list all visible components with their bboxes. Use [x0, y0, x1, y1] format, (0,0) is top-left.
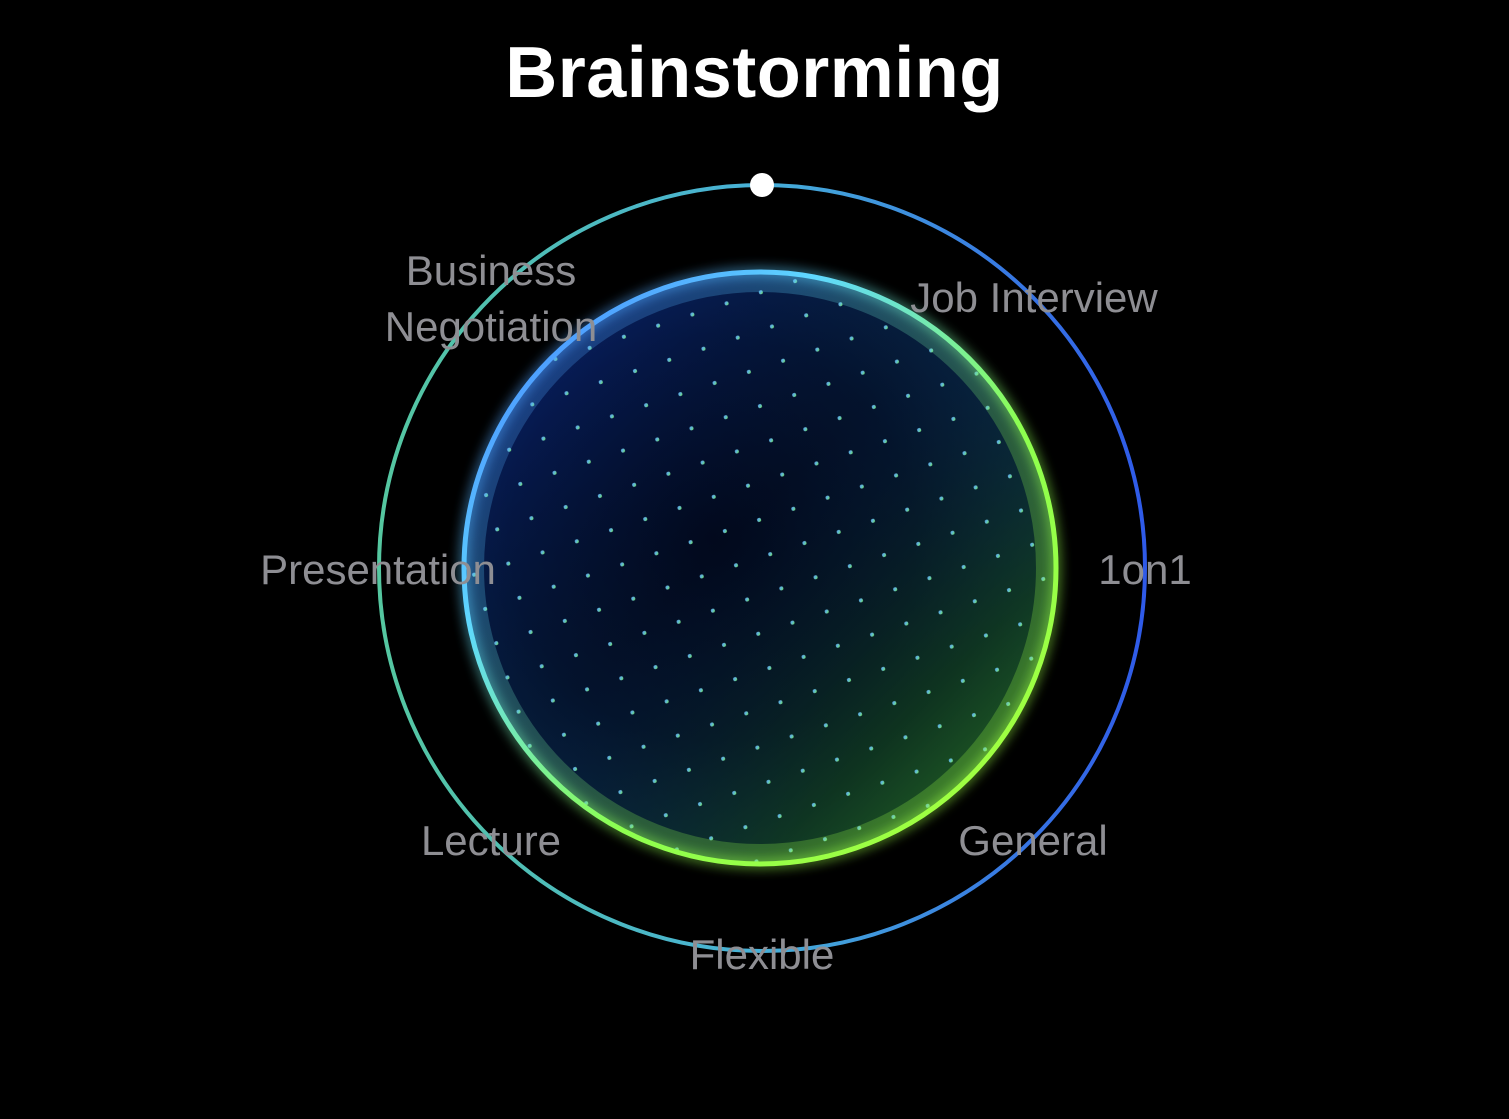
- mode-selector-knob[interactable]: [750, 173, 774, 197]
- mode-label-line1: Business: [405, 247, 577, 294]
- mode-general[interactable]: General: [958, 817, 1108, 864]
- mode-1on1[interactable]: 1on1: [1098, 546, 1192, 593]
- mode-job-interview[interactable]: Job Interview: [910, 274, 1158, 321]
- mode-presentation[interactable]: Presentation: [260, 546, 496, 593]
- mode-flexible[interactable]: Flexible: [689, 931, 835, 978]
- mode-lecture[interactable]: Lecture: [420, 817, 562, 864]
- mode-business-negotiation[interactable]: Business Negotiation: [385, 243, 597, 355]
- page-title: Brainstorming: [505, 33, 1004, 113]
- sphere-visualizer: [461, 269, 1059, 867]
- mode-label-line2: Negotiation: [384, 303, 598, 350]
